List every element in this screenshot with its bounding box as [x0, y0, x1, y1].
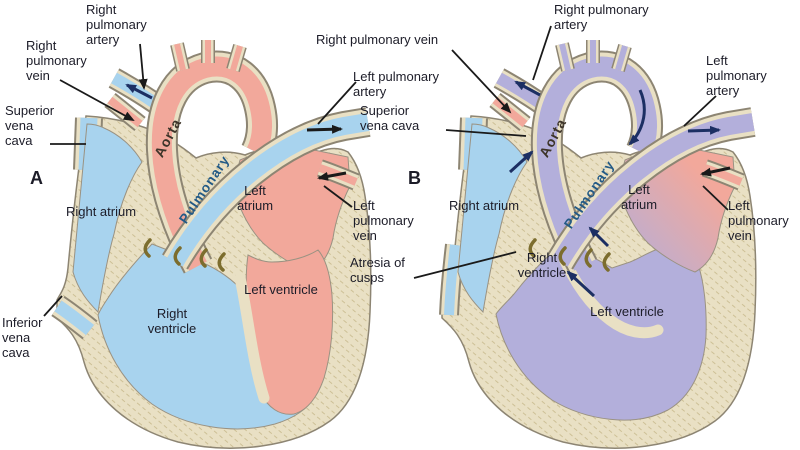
pointer-inferior-vena-cava-a	[43, 295, 63, 317]
pointer-left-pulmonary-vein-b	[702, 185, 729, 211]
heart-diagram-b: Aorta Pulmonary	[413, 25, 756, 449]
flow-arrow-valve-b	[588, 226, 610, 248]
pointer-right-pulmonary-vein-b	[451, 49, 512, 114]
label-right-pulmonary-artery-b: Right pulmonary artery	[554, 2, 649, 33]
flow-arrow-lpa-b	[687, 125, 721, 135]
pointer-superior-vena-cava-b	[445, 129, 527, 137]
label-right-pulmonary-vein-b: Right pulmonary vein	[316, 32, 439, 47]
label-left-pulmonary-vein-a: Left pulmonary vein	[353, 198, 414, 244]
flow-arrow-lpa-a	[306, 124, 343, 134]
label-left-atrium-a: Left atrium	[236, 183, 274, 214]
label-left-ventricle-a: Left ventricle	[244, 282, 318, 297]
label-right-ventricle-a: Right ventricle	[147, 306, 197, 337]
label-left-pulmonary-artery-a: Left pulmonary artery	[353, 69, 439, 100]
inferior-vena-cava-b	[449, 245, 455, 315]
label-right-pulmonary-vein-a: Right pulmonary vein	[26, 38, 87, 84]
panel-letter-b: B	[408, 168, 421, 188]
pointer-left-pulmonary-vein-a	[323, 185, 353, 208]
label-right-pulmonary-artery-a: Right pulmonary artery	[86, 2, 147, 48]
label-left-pulmonary-artery-b: Left pulmonary artery	[706, 53, 767, 99]
label-left-atrium-b: Left atrium	[620, 182, 658, 213]
flow-arrow-ductus-b	[628, 89, 646, 146]
label-right-atrium-b: Right atrium	[448, 198, 520, 213]
pointer-left-pulmonary-artery-a	[317, 81, 357, 125]
flow-arrow-rpa-a	[125, 83, 153, 100]
flow-arrow-svc-to-ra-b	[508, 150, 534, 174]
pointer-right-pulmonary-artery-a	[138, 43, 148, 90]
pointer-right-pulmonary-vein-a	[59, 79, 135, 121]
panel-letter-a: A	[30, 168, 43, 188]
pointer-right-pulmonary-artery-b	[532, 25, 552, 81]
flow-arrow-lpv-a	[317, 171, 347, 181]
label-left-pulmonary-vein-b: Left pulmonary vein	[728, 198, 789, 244]
flow-arrow-right-ventricle-b	[566, 270, 596, 298]
label-inferior-vena-cava-a: Inferior vena cava	[2, 315, 43, 361]
label-superior-vena-cava-b: Superior vena cava	[360, 103, 420, 134]
pointer-left-pulmonary-artery-b	[683, 95, 717, 127]
label-superior-vena-cava-a: Superior vena cava	[5, 103, 55, 149]
label-right-atrium-a: Right atrium	[65, 204, 137, 219]
pointer-atresia-of-cusps-b	[413, 251, 517, 279]
heart-diagram-a: Aorta Pulmonary	[43, 40, 371, 449]
flow-arrow-lpv-b	[700, 166, 731, 177]
label-right-ventricle-b: Right ventricle	[517, 250, 567, 281]
label-left-ventricle-b: Left ventricle	[590, 304, 664, 319]
label-atresia-of-cusps-b: Atresia of cusps	[350, 255, 405, 286]
flow-arrow-rpa-b	[514, 80, 541, 97]
